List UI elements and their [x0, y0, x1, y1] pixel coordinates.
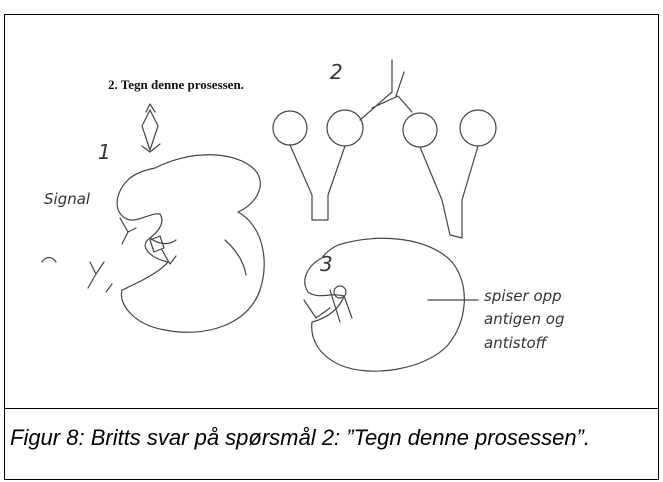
antibody-y-icon: [403, 110, 496, 238]
macrophage-blob-icon: [117, 155, 264, 333]
figure-caption: Figur 8: Britts svar på spørsmål 2: ”Teg…: [10, 424, 655, 452]
virus-sketch-icon: [142, 104, 160, 152]
antibody-y-icon: [273, 110, 363, 220]
